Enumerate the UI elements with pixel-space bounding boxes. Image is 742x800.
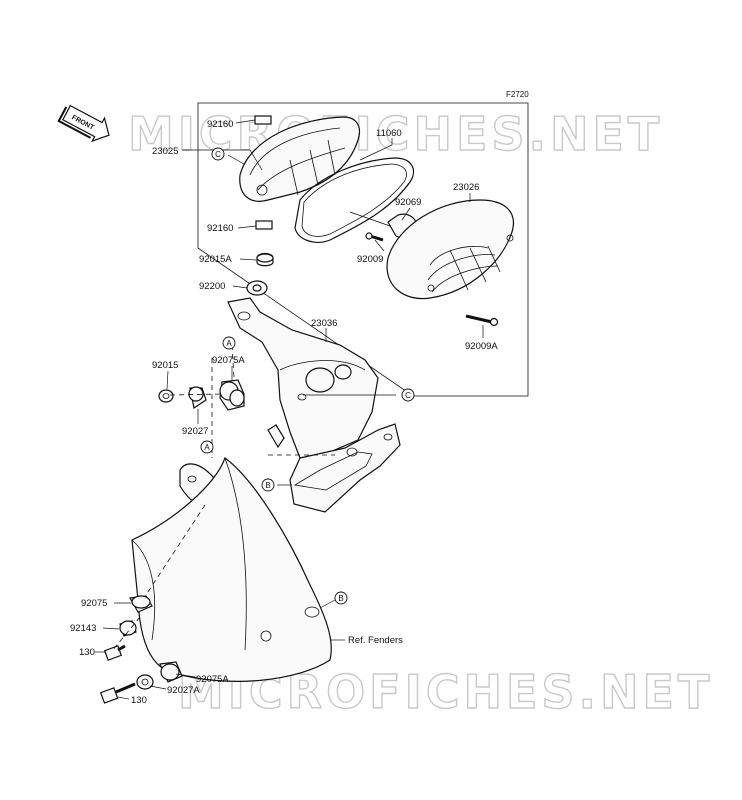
damper-92075 [129, 595, 153, 613]
svg-text:A: A [204, 443, 210, 452]
gasket [294, 157, 415, 243]
washer-92200 [246, 280, 268, 296]
svg-text:B: B [265, 481, 270, 490]
damper-92075A-bottom [159, 661, 183, 683]
callout-c-top: C [211, 147, 225, 161]
label-92027: 92027 [182, 426, 208, 437]
collar-92027A [136, 674, 154, 690]
label-92069: 92069 [395, 197, 421, 208]
screw-92009A [465, 314, 499, 327]
callout-a-bracket: A [222, 336, 236, 350]
tail-lamp-housing [239, 116, 361, 202]
svg-text:B: B [338, 594, 343, 603]
callout-a-fender: A [200, 440, 214, 454]
label-130-b: 130 [131, 695, 147, 706]
label-92075A-bottom: 92075A [196, 674, 229, 685]
cap-nut-92015A [256, 252, 274, 267]
cushion-bottom [255, 220, 273, 230]
label-92075A-top: 92075A [212, 355, 245, 366]
label-92027A: 92027A [167, 685, 200, 696]
label-92009A: 92009A [465, 341, 498, 352]
svg-text:C: C [215, 150, 221, 159]
screw-92009 [365, 232, 384, 242]
label-23026: 23026 [453, 182, 479, 193]
label-92009: 92009 [357, 254, 383, 265]
label-92015: 92015 [152, 360, 178, 371]
label-92200: 92200 [199, 281, 225, 292]
label-23036: 23036 [311, 318, 337, 329]
bolt-130-a [103, 644, 126, 661]
label-92015A: 92015A [199, 254, 232, 265]
label-23025: 23025 [152, 146, 178, 157]
collar-92027 [188, 386, 207, 409]
label-92160-top: 92160 [207, 119, 233, 130]
front-arrow-icon: FRONT [57, 104, 110, 143]
callout-b-bracket: B [261, 478, 275, 492]
tail-lamp-bracket [227, 297, 401, 513]
label-92160-bottom: 92160 [207, 223, 233, 234]
collar-92143 [119, 620, 137, 637]
damper-92075A-top [219, 379, 245, 411]
label-ref-fenders: Ref. Fenders [348, 635, 403, 646]
bolt-130-b [99, 682, 136, 704]
callout-c-bracket: C [401, 388, 415, 402]
svg-text:C: C [405, 391, 411, 400]
label-130-a: 130 [79, 647, 95, 658]
label-92143: 92143 [70, 623, 96, 634]
label-92075: 92075 [81, 598, 107, 609]
svg-text:A: A [226, 339, 232, 348]
label-11060: 11060 [376, 128, 402, 139]
assembly-frame [197, 102, 529, 397]
nut-92015 [158, 389, 174, 403]
diagram-code: F2720 [506, 90, 529, 99]
cushion-top [254, 115, 272, 125]
tail-lamp-lens [386, 199, 514, 300]
callout-b-fender: B [334, 591, 348, 605]
